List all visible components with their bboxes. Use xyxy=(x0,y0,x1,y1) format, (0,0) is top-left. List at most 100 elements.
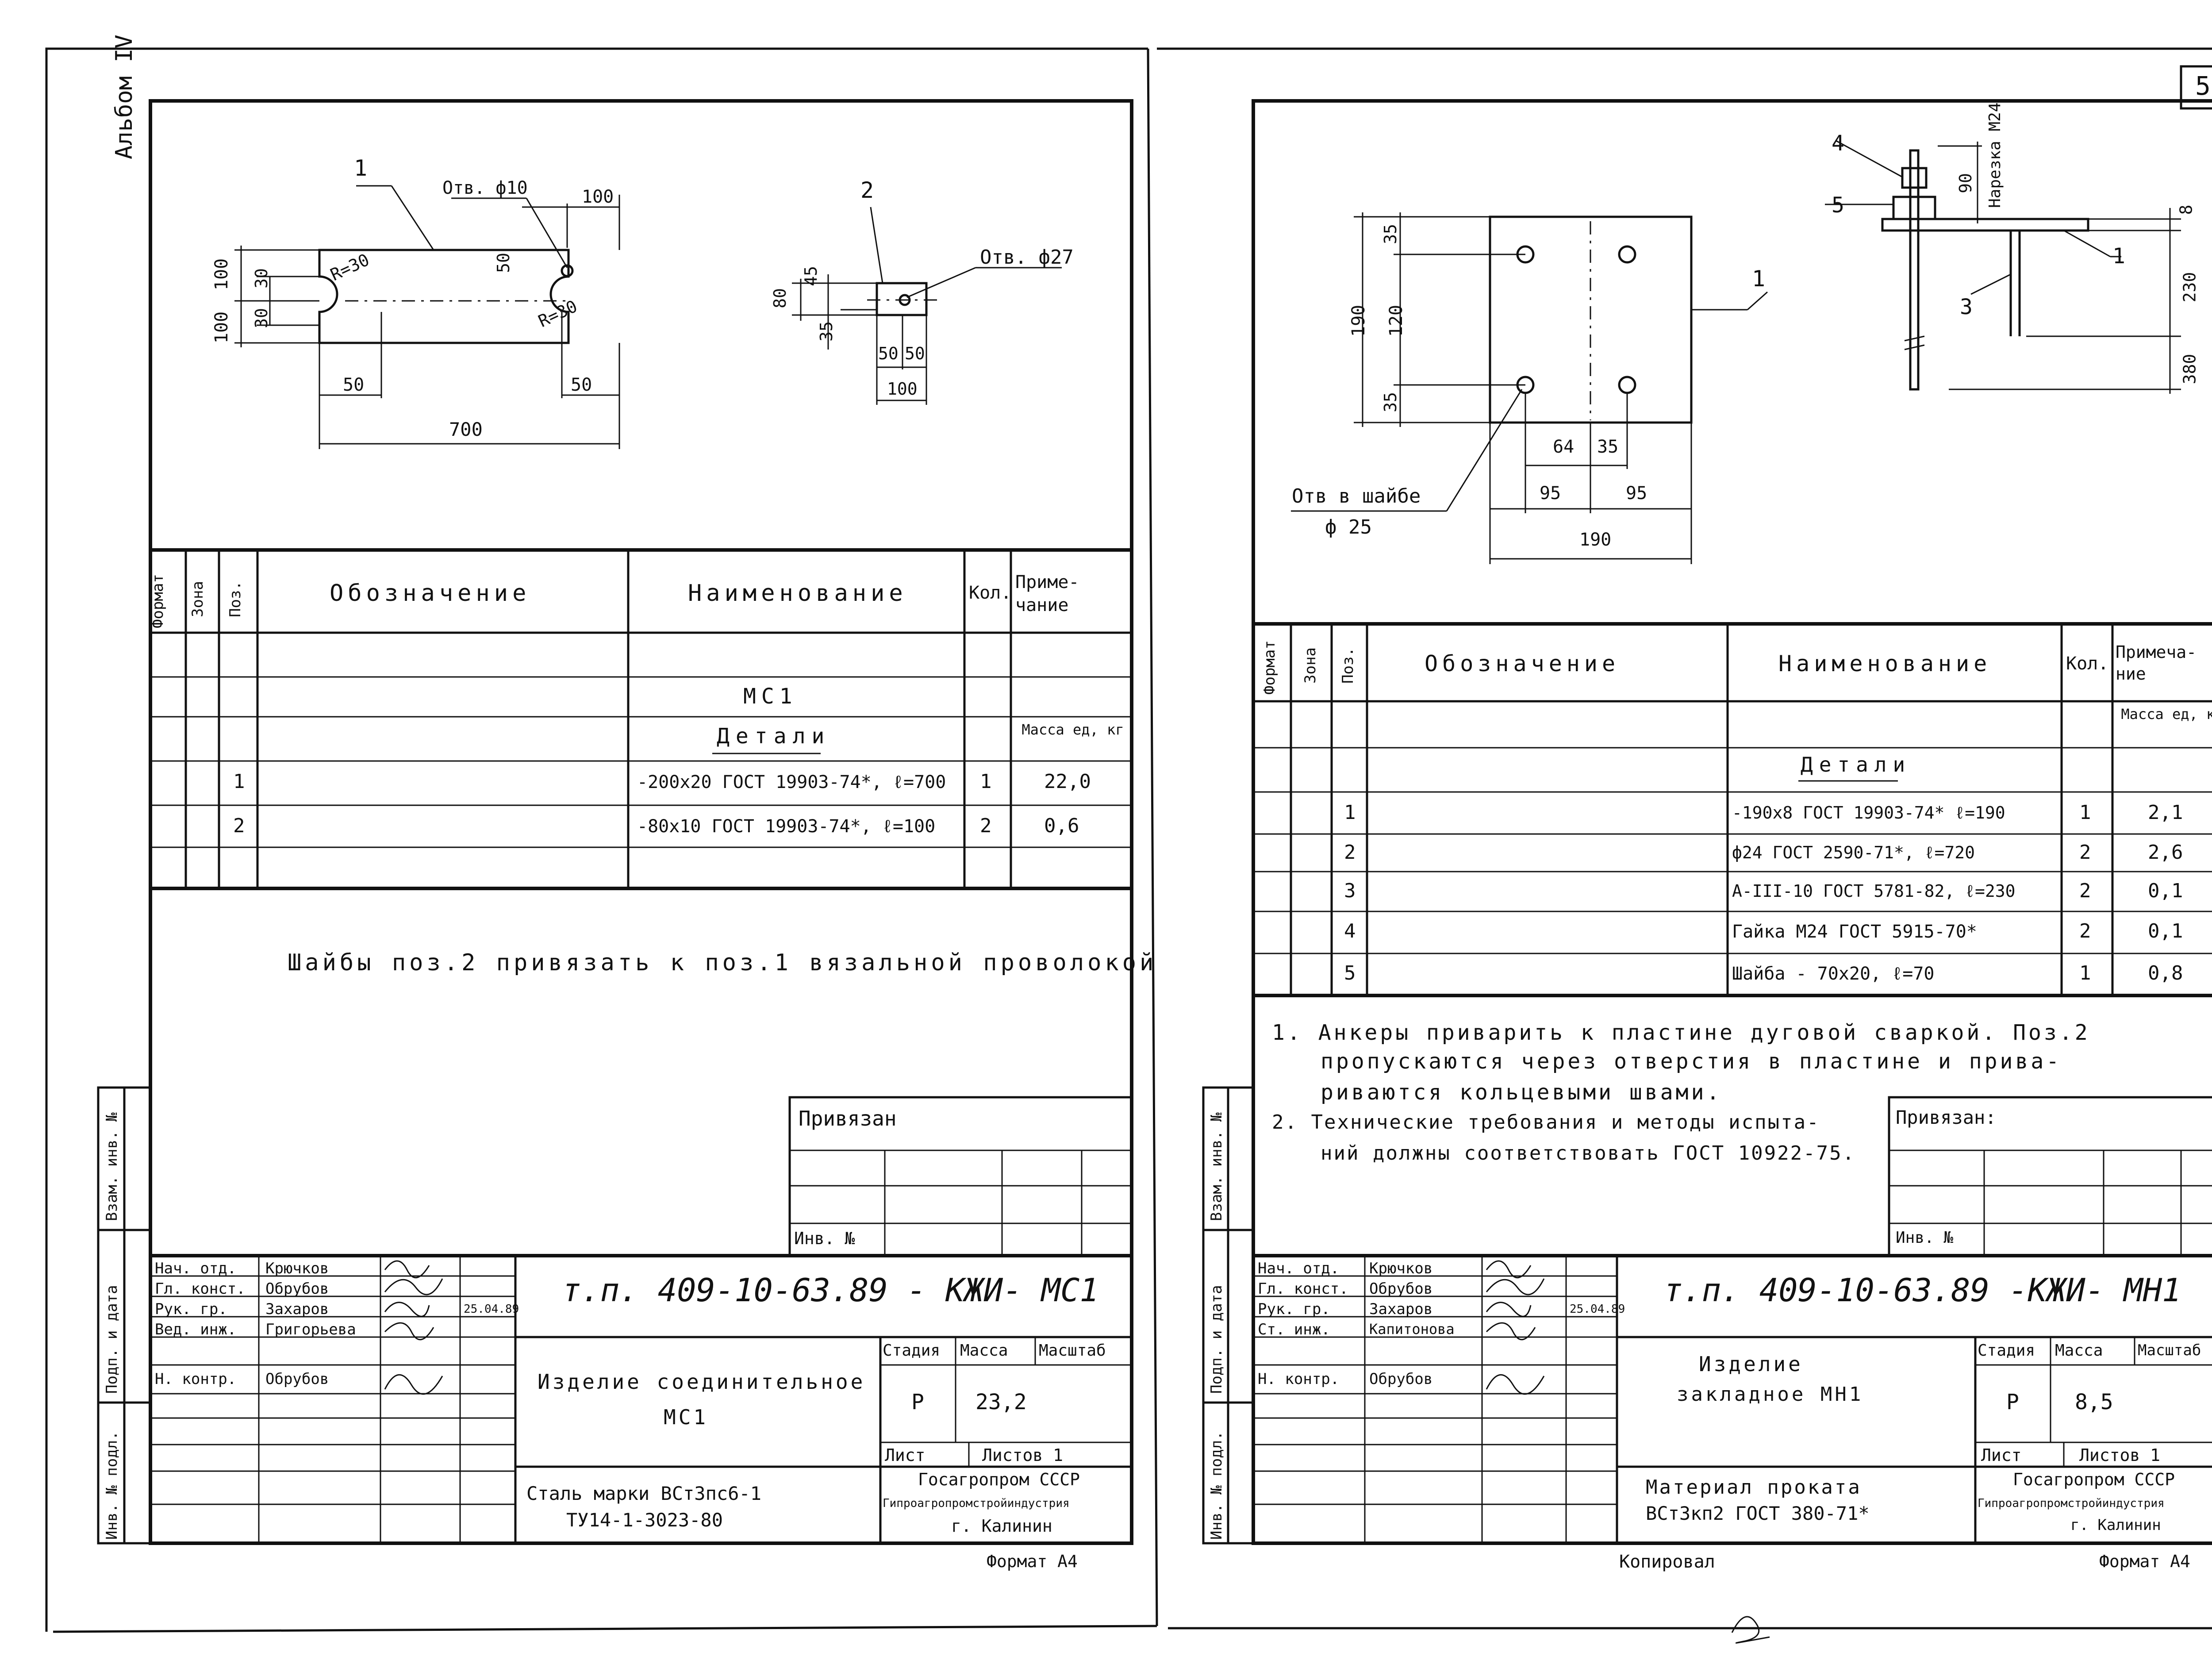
right-material-2: ВСт3кп2 ГОСТ 380-71* xyxy=(1646,1503,1870,1524)
part-1-label-plate: 1 xyxy=(1752,266,1766,292)
note-line-3: риваются кольцевыми швами. xyxy=(1321,1080,1722,1105)
right-scale-hdr: Масштаб xyxy=(2138,1341,2201,1359)
r-row-4-qty: 2 xyxy=(2079,920,2091,942)
left-sheets: Листов 1 xyxy=(982,1445,1064,1465)
left-mass: 23,2 xyxy=(975,1390,1027,1414)
left-role-4: Вед. инж. xyxy=(155,1321,237,1338)
right-privyazan: Привязан: xyxy=(1896,1107,1997,1128)
r-hdr-qty: Кол. xyxy=(2066,653,2109,674)
part-1-label-side: 1 xyxy=(2112,244,2125,269)
right-name-2: Обрубов xyxy=(1369,1280,1433,1298)
right-sheet: Лист xyxy=(1981,1445,2022,1465)
right-date: 25.04.89 xyxy=(1570,1303,1625,1316)
hole-label: Отв в шайбе xyxy=(1292,485,1421,507)
row-2-qty: 2 xyxy=(980,815,992,837)
dim-50-right: 50 xyxy=(571,375,592,395)
dim-35: 35 xyxy=(816,321,836,342)
page-number: 57 xyxy=(2195,71,2212,101)
part-1-label: 1 xyxy=(354,155,368,181)
right-role-4: Ст. инж. xyxy=(1258,1321,1330,1338)
left-item-name-2: МС1 xyxy=(664,1405,709,1429)
right-name-3: Захаров xyxy=(1369,1300,1433,1318)
dim-50-left: 50 xyxy=(343,375,365,395)
left-material-1: Сталь марки ВСт3пс6-1 xyxy=(526,1483,762,1504)
dim-90: 90 xyxy=(1955,173,1975,193)
left-org-3: г. Калинин xyxy=(951,1516,1052,1536)
note-line-5: ний должны соответствовать ГОСТ 10922-75… xyxy=(1321,1142,1856,1165)
dim-8: 8 xyxy=(2176,204,2196,215)
r-row-5-name: Шайба - 70х20, ℓ=70 xyxy=(1732,964,1935,984)
copied-label: Копировал xyxy=(1619,1552,1715,1572)
assembly-mark: МС1 xyxy=(743,684,798,709)
right-format: Формат А4 xyxy=(2099,1552,2190,1571)
right-stage: Р xyxy=(2006,1390,2019,1414)
dim-95-b: 95 xyxy=(1626,483,1647,504)
hole-dia: ф 25 xyxy=(1325,516,1372,538)
r-hdr-zone: Зона xyxy=(1302,647,1319,684)
right-role-1: Нач. отд. xyxy=(1258,1260,1340,1277)
r-row-1-note: 2,1 xyxy=(2148,801,2183,824)
right-material-1: Материал проката xyxy=(1646,1476,1862,1499)
thread-label: Нарезка М24 xyxy=(1986,102,2004,208)
left-doc-code: т.п. 409-10-63.89 - КЖИ- МС1 xyxy=(562,1272,1099,1309)
note-line-4: 2. Технические требования и методы испыт… xyxy=(1272,1111,1820,1134)
row-1-note: 22,0 xyxy=(1044,770,1091,793)
dim-100-top: 100 xyxy=(582,187,614,207)
dim-50-small: 50 xyxy=(493,253,513,273)
left-scale-hdr: Масштаб xyxy=(1039,1341,1106,1360)
r-row-3-name: А-III-10 ГОСТ 5781-82, ℓ=230 xyxy=(1732,881,2016,901)
r-row-5-pos: 5 xyxy=(1344,962,1356,984)
right-org-2: Гипроагропромстройиндустрия xyxy=(1978,1497,2165,1510)
part-3-label: 3 xyxy=(1960,295,1973,319)
right-side-label-2: Подп. и дата xyxy=(1208,1285,1225,1394)
dim-50-washer-b: 50 xyxy=(905,344,925,363)
right-org-3: г. Калинин xyxy=(2070,1516,2161,1534)
dim-35-a: 35 xyxy=(1380,224,1400,244)
right-name-6: Обрубов xyxy=(1369,1370,1433,1388)
r-row-1-pos: 1 xyxy=(1344,801,1356,824)
hdr-pos: Поз. xyxy=(227,581,244,617)
left-sheet: Лист xyxy=(885,1445,926,1465)
dim-35-c: 35 xyxy=(1597,437,1619,457)
r-row-2-note: 2,6 xyxy=(2148,841,2183,864)
r-row-4-name: Гайка М24 ГОСТ 5915-70* xyxy=(1732,922,1977,942)
right-role-2: Гл. конст. xyxy=(1258,1280,1348,1298)
r-details-heading: Детали xyxy=(1801,753,1912,776)
r-row-4-note: 0,1 xyxy=(2148,920,2183,942)
right-org-1: Госагропром СССР xyxy=(2013,1470,2175,1489)
mass-note: Масса ед, кг xyxy=(1022,721,1124,738)
row-1-pos: 1 xyxy=(233,770,245,793)
left-role-2: Гл. конст. xyxy=(155,1280,246,1298)
right-role-3: Рук. гр. xyxy=(1258,1300,1330,1318)
left-material-2: ТУ14-1-3023-80 xyxy=(566,1509,723,1531)
hdr-name: Наименование xyxy=(688,580,907,607)
dim-380: 380 xyxy=(2180,354,2200,384)
r-mass-note: Масса ед, кг xyxy=(2121,706,2212,723)
right-name-4: Капитонова xyxy=(1369,1321,1455,1338)
hdr-note: Приме- чание xyxy=(1015,572,1079,615)
r-hdr-format: Формат xyxy=(1261,640,1279,695)
dim-30-b: 30 xyxy=(251,308,271,328)
dim-100-washer: 100 xyxy=(887,379,918,399)
dim-100-left2: 100 xyxy=(211,311,232,344)
right-sheets: Листов 1 xyxy=(2079,1445,2161,1465)
row-2-note: 0,6 xyxy=(1044,815,1079,837)
hdr-qty: Кол. xyxy=(969,583,1012,603)
row-2-pos: 2 xyxy=(233,815,245,837)
left-name-2: Обрубов xyxy=(265,1280,329,1298)
part-5-label: 5 xyxy=(1832,193,1844,218)
right-mass-hdr: Масса xyxy=(2055,1341,2103,1360)
r-row-4-pos: 4 xyxy=(1344,920,1356,942)
dim-190-v: 190 xyxy=(1348,304,1369,337)
r-hdr-note: Примеча- ние xyxy=(2116,642,2197,684)
dim-35-b: 35 xyxy=(1380,392,1400,412)
right-role-6: Н. контр. xyxy=(1258,1370,1340,1388)
weld-symbols xyxy=(1516,245,1636,394)
left-note: Шайбы поз.2 привязать к поз.1 вязальной … xyxy=(288,949,1157,976)
dim-120: 120 xyxy=(1386,304,1407,337)
right-item-name-1: Изделие xyxy=(1699,1352,1803,1376)
left-name-3: Захаров xyxy=(265,1300,329,1318)
signature-strokes xyxy=(384,1260,1770,1644)
left-format: Формат А4 xyxy=(987,1552,1078,1571)
